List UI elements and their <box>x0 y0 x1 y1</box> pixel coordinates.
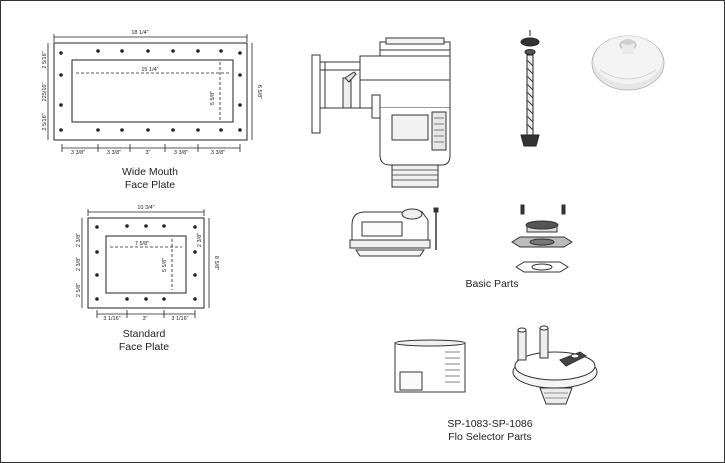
standard-face-plate <box>81 209 210 318</box>
wm-overall-width: 18 1/4" <box>131 30 148 36</box>
skimmer-body-drawing <box>311 37 451 188</box>
wm-left-mid: 225/16" <box>42 83 48 102</box>
standard-outer-outline <box>87 217 205 309</box>
wm-left-top: 2 5/16" <box>42 51 48 68</box>
std-bottom-spacing-3: 3 1/16" <box>171 316 188 322</box>
std-left-mid: 2 3/8" <box>76 257 82 271</box>
wide-mouth-opening <box>71 59 234 123</box>
standard-dimensions: 10 3/4" 7 5/8" 5 5/8" 8 5/8" 2 3/8" 2 3/… <box>76 205 219 322</box>
wm-opening-width: 15 1/4" <box>141 67 158 73</box>
wm-bottom-spacing-1: 3 3/8" <box>71 150 85 156</box>
standard-caption: Standard Face Plate <box>104 328 184 354</box>
standard-caption-line1: Standard <box>122 328 166 340</box>
std-opening-height: 5 5/8" <box>162 258 168 272</box>
std-overall-width: 10 3/4" <box>137 205 154 211</box>
wide-mouth-dimensions: 18 1/4" 15 1/4" 5 5/8" 6 5/8" 2 5/16" 22… <box>42 30 262 156</box>
std-left-bottom: 2 5/8" <box>76 283 82 297</box>
skimmer-lid-drawing <box>591 35 665 91</box>
wm-opening-height: 5 5/8" <box>210 91 216 105</box>
std-bottom-spacing-2: 3" <box>142 316 147 322</box>
wm-left-bottom: 2 5/16" <box>42 113 48 130</box>
wm-bottom-spacing-5: 3 3/8" <box>211 150 225 156</box>
standard-holes <box>95 224 197 301</box>
std-left-top: 2 3/8" <box>76 233 82 247</box>
wm-overall-height: 6 5/8" <box>256 85 262 99</box>
wide-mouth-holes <box>59 49 242 132</box>
std-bottom-spacing-1: 3 1/16" <box>103 316 120 322</box>
valve-rod-drawing <box>520 30 540 147</box>
wide-mouth-outer-outline <box>53 42 248 141</box>
flo-selector-caption: SP-1083-SP-1086 Flo Selector Parts <box>435 418 545 444</box>
basic-parts-drawing <box>349 204 573 273</box>
standard-opening <box>105 235 187 294</box>
std-overall-height: 8 5/8" <box>213 256 219 270</box>
std-right-offset: 2 3/8" <box>197 233 203 247</box>
basic-parts-caption: Basic Parts <box>465 278 519 290</box>
wm-bottom-spacing-4: 3 3/8" <box>174 150 188 156</box>
standard-caption-line2: Face Plate <box>118 341 170 353</box>
wm-bottom-spacing-3: 3" <box>145 150 150 156</box>
wide-mouth-caption-line1: Wide Mouth <box>121 166 179 178</box>
flo-selector-caption-line1: SP-1083-SP-1086 <box>447 418 533 430</box>
wide-mouth-caption-line2: Face Plate <box>124 179 176 191</box>
flo-selector-caption-line2: Flo Selector Parts <box>448 431 532 443</box>
std-opening-width: 7 5/8" <box>135 241 149 247</box>
wide-mouth-face-plate <box>47 34 253 152</box>
wm-bottom-spacing-2: 3 3/8" <box>107 150 121 156</box>
flo-selector-drawing <box>394 325 598 405</box>
wide-mouth-caption: Wide Mouth Face Plate <box>110 166 190 192</box>
